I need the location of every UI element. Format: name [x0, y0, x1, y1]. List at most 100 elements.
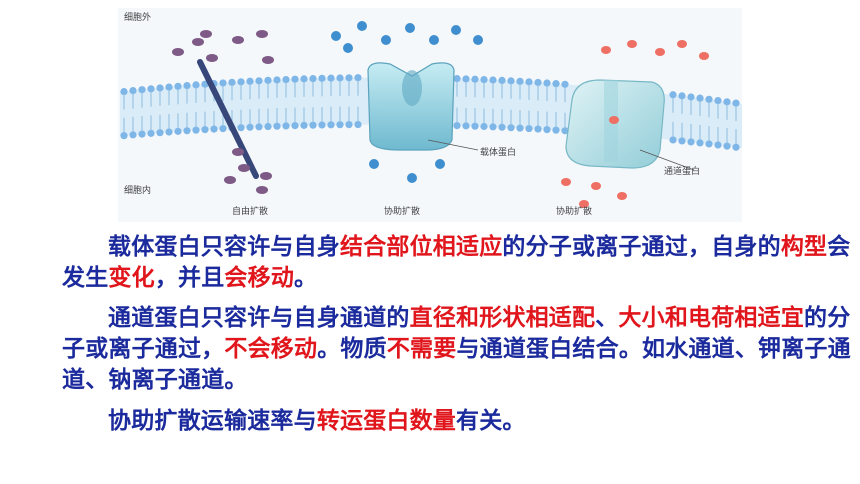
particle	[591, 182, 601, 190]
lipid-head	[192, 126, 200, 134]
body-text: 协助扩散运输速率与	[108, 408, 317, 434]
lipid-head	[534, 78, 542, 87]
channel-particles	[561, 40, 709, 208]
transport-rate-paragraph: 协助扩散运输速率与转运蛋白数量有关。	[62, 406, 852, 437]
lipid-head	[129, 131, 137, 139]
caption-free-diffusion: 自由扩散	[232, 205, 268, 217]
lipid-head	[174, 127, 182, 135]
lipid-head	[732, 143, 740, 151]
particle	[192, 38, 204, 46]
particle	[699, 52, 709, 60]
lipid-head	[678, 137, 686, 145]
free-diffusion-particles	[172, 30, 274, 194]
particle	[256, 186, 268, 194]
caption-facilitated-carrier: 协助扩散	[384, 205, 420, 217]
lipid-head	[687, 93, 695, 101]
lipid-head	[696, 139, 704, 147]
particle	[232, 36, 244, 44]
label-channel-protein: 通道蛋白	[664, 165, 700, 177]
highlight-text: 会移动	[224, 265, 295, 291]
lipid-head	[552, 126, 560, 134]
lipid-head	[156, 84, 164, 92]
lipid-head	[147, 129, 155, 137]
lipid-head	[183, 82, 191, 90]
lipid-head	[453, 75, 461, 83]
lipid-head	[534, 125, 542, 133]
body-text: 通道蛋白只容许与自身通道的	[108, 305, 410, 331]
particle	[561, 178, 571, 186]
channel-callout-line	[639, 149, 695, 171]
lipid-head	[354, 120, 362, 129]
carrier-protein	[367, 62, 455, 151]
lipid-head	[165, 83, 173, 91]
particle	[357, 21, 367, 31]
lipid-head	[471, 75, 479, 83]
lipid-head	[525, 78, 533, 86]
highlight-text: 构型	[780, 234, 828, 260]
particle	[331, 31, 341, 41]
lipid-head	[480, 122, 488, 131]
lipid-head	[138, 130, 146, 138]
particle	[435, 159, 445, 169]
channel-protein	[565, 79, 665, 169]
particle	[200, 30, 212, 38]
lipid-head	[552, 80, 560, 88]
label-inside: 细胞内	[124, 184, 151, 196]
lipid-head	[120, 132, 128, 140]
lipid-head	[228, 78, 236, 86]
lipid-head	[489, 76, 497, 84]
particle	[256, 30, 268, 38]
lipid-head	[219, 124, 227, 133]
lipid-head	[210, 125, 218, 133]
lipid-head	[174, 82, 182, 90]
lipid-head	[201, 126, 209, 134]
lipid-head	[498, 123, 506, 131]
particle	[407, 173, 417, 183]
lipid-head	[480, 76, 488, 84]
lipid-head	[165, 128, 173, 136]
body-text: 、	[595, 305, 619, 331]
lipid-head	[462, 122, 470, 130]
caption-facilitated-channel: 协助扩散	[556, 205, 592, 217]
body-text: 。	[294, 265, 318, 291]
lipid-head	[462, 75, 470, 83]
lipid-head	[309, 75, 317, 83]
body-text: 会发生	[62, 234, 851, 291]
highlight-text: 转运蛋白数量	[316, 408, 457, 434]
lipid-head	[516, 124, 524, 132]
lipid-head	[300, 121, 308, 129]
lipid-head	[237, 124, 245, 132]
lipid-head	[318, 74, 326, 82]
lipid-head	[120, 87, 128, 96]
body-text: 的分子或离子通过，自身的	[502, 234, 781, 260]
lipid-head	[192, 81, 200, 89]
lipid-head	[219, 79, 227, 87]
body-text: 有关。	[456, 408, 526, 434]
particle	[381, 35, 391, 45]
lipid-head	[543, 79, 551, 87]
lipid-head	[300, 75, 308, 83]
highlight-text: 变化	[108, 265, 155, 291]
lipid-head	[669, 91, 677, 99]
particle	[609, 116, 619, 124]
highlight-text: 不需要	[386, 336, 457, 362]
lipid-head	[156, 129, 164, 137]
lipid-head	[246, 123, 254, 131]
lipid-head	[282, 122, 290, 130]
highlight-text: 不会移动	[224, 336, 318, 362]
lipid-head	[345, 74, 353, 82]
particle	[238, 164, 250, 172]
lipid-head	[282, 75, 290, 84]
lipid-head	[723, 142, 731, 150]
particle	[617, 192, 627, 200]
particle	[579, 200, 589, 208]
particle	[677, 40, 687, 48]
body-text: 的分子或离子通过，	[62, 305, 851, 362]
carrier-particles	[331, 21, 483, 183]
body-text: ，并且	[154, 265, 225, 291]
lipid-head	[318, 121, 326, 129]
body-text: 。物质	[317, 336, 387, 362]
lipid-head	[525, 124, 533, 133]
lipid-head	[237, 78, 245, 86]
body-text: 载体蛋白只容许与自身	[108, 234, 340, 260]
